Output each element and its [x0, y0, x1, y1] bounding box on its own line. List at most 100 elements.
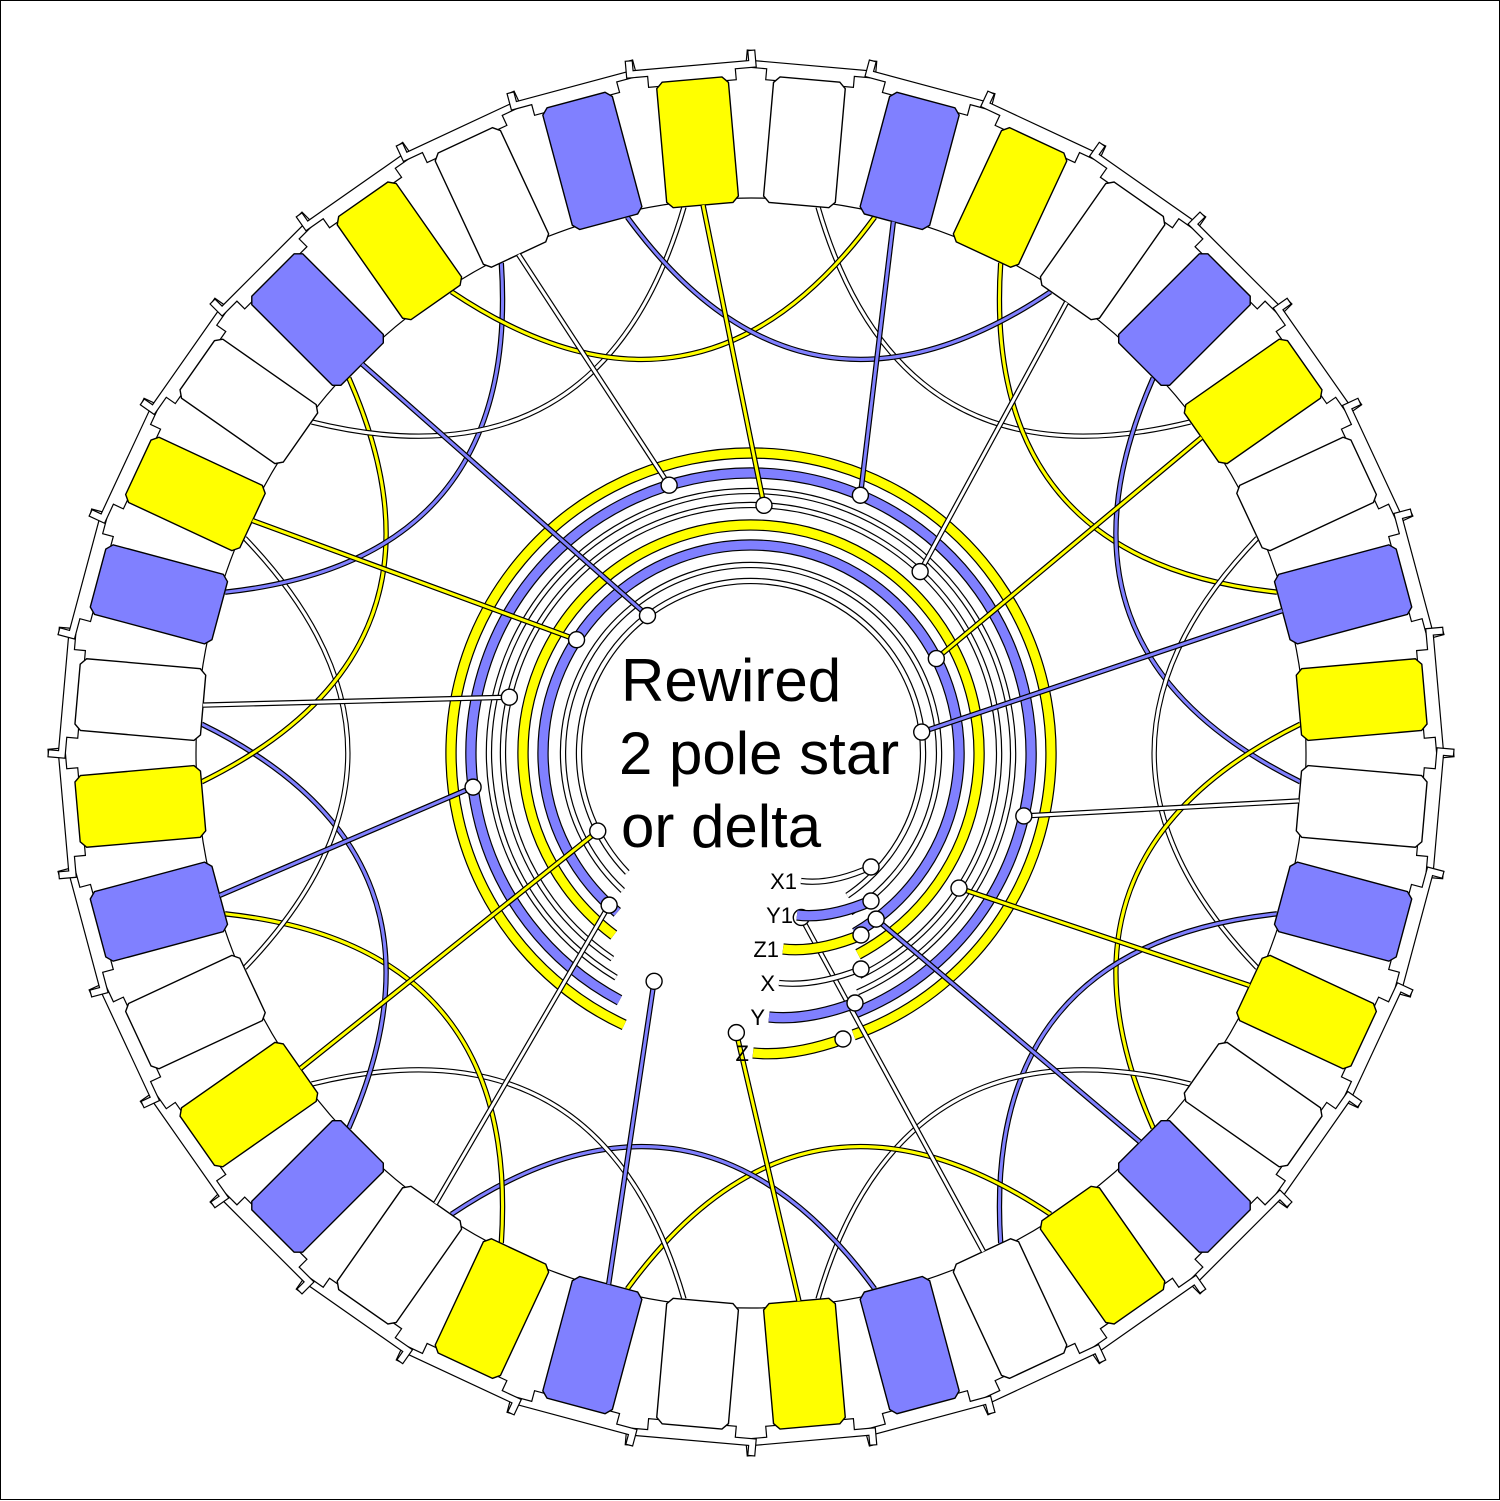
coil-slot: [762, 1297, 846, 1430]
title-line-3: or delta: [621, 793, 822, 860]
coil-slot: [74, 658, 207, 742]
end-connection-wire: [998, 912, 1278, 1244]
coil-slot: [1183, 1041, 1323, 1168]
terminal-lead: [778, 967, 862, 986]
end-connection-wire: [311, 1068, 686, 1300]
coil-slot-body: [179, 1041, 319, 1168]
coil-slot-body: [542, 1275, 643, 1415]
coil-slot-body: [1236, 954, 1378, 1070]
terminal-junction-dot: [846, 994, 864, 1012]
end-connections: [200, 206, 1302, 1300]
slot-lead-wire: [607, 981, 656, 1285]
connection-ring: [446, 448, 1056, 1040]
slot-lead-wire: [921, 609, 1283, 734]
stator-slots: [74, 76, 1428, 1430]
coil-slot: [124, 954, 266, 1070]
slot-lead-wire: [918, 301, 1068, 573]
coil-slot-body: [434, 1238, 550, 1380]
slot-lead-wire: [203, 695, 510, 707]
coil-slot-body: [89, 544, 229, 645]
coil-slot: [859, 1275, 960, 1415]
coil-slot: [1273, 861, 1413, 962]
junction-dot: [950, 879, 968, 897]
coil-slot: [179, 338, 319, 465]
coil-slot-body: [336, 181, 463, 321]
coil-slot: [179, 1041, 319, 1168]
slot-leads: [203, 204, 1300, 1302]
connection-ring: [487, 489, 1015, 995]
coil-slot-body: [952, 1238, 1068, 1380]
coil-slot-body: [762, 76, 846, 209]
coil-slot: [1295, 764, 1428, 848]
end-connection-wire: [998, 262, 1278, 594]
coil-slot-body: [762, 1297, 846, 1430]
junction-dot: [660, 476, 678, 494]
end-connection-wire: [224, 262, 504, 594]
title-line-1: Rewired: [621, 647, 841, 714]
coil-slot-body: [656, 1297, 740, 1430]
end-connection-wire: [816, 1068, 1191, 1300]
coil-slot: [952, 126, 1068, 268]
slot-lead-wire: [252, 519, 578, 642]
coil-slot: [542, 1275, 643, 1415]
coil-slot: [434, 126, 550, 268]
connection-ring: [538, 540, 964, 938]
terminal-label-z1: Z1: [753, 937, 779, 962]
coil-slot: [656, 1297, 740, 1430]
coil-slot: [336, 1185, 463, 1325]
junction-dot: [755, 496, 773, 515]
junction-dot: [851, 486, 870, 504]
coil-slot-body: [124, 954, 266, 1070]
slot-lead-wire: [434, 904, 611, 1205]
coil-slot-body: [179, 338, 319, 465]
coil-slot: [124, 436, 266, 552]
coil-slot: [89, 861, 229, 962]
slot-lead-wire: [361, 362, 649, 617]
coil-slot: [542, 91, 643, 231]
coil-slot: [1039, 1185, 1166, 1325]
coil-slot-body: [74, 764, 207, 848]
coil-slot: [251, 1119, 385, 1253]
terminal-lead: [752, 1034, 845, 1059]
coil-slot-body: [1273, 544, 1413, 645]
coil-slot: [762, 76, 846, 209]
slot-lead-wire: [1023, 799, 1299, 818]
coil-slot-body: [1236, 436, 1378, 552]
terminal-junction-dot: [852, 926, 870, 944]
terminal-label-x: X: [760, 971, 775, 996]
coil-slot-body: [1273, 861, 1413, 962]
end-connection-wire: [1114, 722, 1301, 1129]
junction-dot: [911, 562, 929, 581]
end-connection-wire: [626, 216, 1052, 361]
slot-lead-wire: [734, 1032, 801, 1302]
coil-slot-body: [542, 91, 643, 231]
title-line-2: 2 pole star: [619, 720, 899, 787]
end-connection-wire: [450, 216, 876, 361]
stator-bore-outline: [195, 197, 1307, 1309]
terminal-label-y1: Y1: [766, 903, 793, 928]
junction-dot: [600, 896, 618, 914]
junction-dot: [913, 723, 931, 741]
terminal-label-y: Y: [750, 1005, 765, 1030]
junction-dot: [464, 778, 482, 796]
coil-slot-body: [89, 861, 229, 962]
coil-slot: [1117, 1119, 1251, 1253]
coil-slot: [89, 544, 229, 645]
coil-slot-body: [1117, 253, 1251, 387]
end-connection-wire: [450, 1145, 876, 1290]
coil-slot-body: [74, 658, 207, 742]
slot-lead-wire: [517, 253, 671, 487]
slot-lead-wire: [219, 785, 474, 897]
slot-lead-wire: [799, 916, 985, 1253]
coil-slot: [1117, 253, 1251, 387]
slot-lead-wire: [875, 917, 1141, 1144]
coil-slot-body: [336, 1185, 463, 1325]
coil-slot: [859, 91, 960, 231]
terminal-junction-dot: [862, 858, 880, 876]
end-connection-wire: [311, 206, 686, 438]
coil-slot: [1039, 181, 1166, 321]
coil-slot: [1236, 436, 1378, 552]
